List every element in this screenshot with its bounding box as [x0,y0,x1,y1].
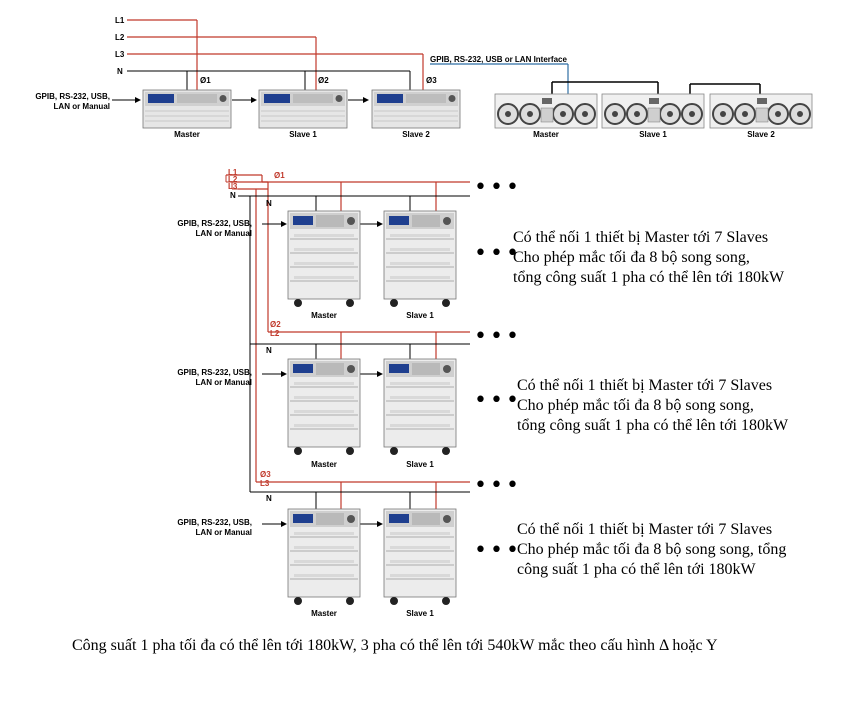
top-right-master-label: Master [533,130,559,139]
line-label-n: N [117,67,123,76]
top-left-master-label: Master [174,130,200,139]
line-label-l3: L3 [115,50,125,59]
group3-dots-mid: ••• [474,538,522,563]
group3-slave1-label: Slave 1 [406,609,434,618]
group1-n-label: N [266,199,272,208]
group2-slave1-unit [383,358,457,456]
group2-description-line2: Cho phép mắc tối đa 8 bộ song song, [517,397,754,414]
group2-description: Có thể nối 1 thiết bị Master tới 7 Slave… [517,376,788,436]
group3-master-label: Master [311,609,337,618]
top-right-interface-label: GPIB, RS-232, USB or LAN Interface [430,55,567,64]
group-wiring [225,174,470,527]
group-line-label-n: N [230,191,236,200]
group2-dots-mid: ••• [474,388,522,413]
group2-master-unit [287,358,361,456]
group1-dots-top: ••• [474,175,522,200]
group3-phase-label: Ø3 [260,470,271,479]
group3-n-label: N [266,494,272,503]
group3-slave1-unit [383,508,457,606]
group3-description-line2: Cho phép mắc tối đa 8 bộ song song, tổng [517,541,787,558]
group1-master-unit [287,210,361,308]
group1-description-line2: Cho phép mắc tối đa 8 bộ song song, [513,249,750,266]
group2-interface-label: GPIB, RS-232, USB, LAN or Manual [177,368,252,387]
line-label-l2: L2 [115,33,125,42]
group3-dots-top: ••• [474,473,522,498]
group2-description-line3: tổng công suất 1 pha có thể lên tới 180k… [517,417,789,434]
group2-slave1-label: Slave 1 [406,460,434,469]
group1-master-label: Master [311,311,337,320]
top-master-unit [142,89,232,129]
phase-label-1: Ø1 [200,76,211,85]
top-right-slave2-label: Slave 2 [747,130,775,139]
top-left-wiring [112,19,424,103]
top-right-slave1-label: Slave 1 [639,130,667,139]
group3-master-unit [287,508,361,606]
group1-description-line3: tổng công suất 1 pha có thể lên tới 180k… [513,269,785,286]
group1-description-line1: Có thể nối 1 thiết bị Master tới 7 Slave… [513,229,769,246]
group3-description: Có thể nối 1 thiết bị Master tới 7 Slave… [517,520,786,580]
group1-slave1-unit [383,210,457,308]
group2-phase-label: Ø2 [270,320,281,329]
group2-master-label: Master [311,460,337,469]
top-slave2-unit [371,89,461,129]
group3-line-label: L3 [260,479,270,488]
group3-description-line3: công suất 1 pha có thể lên tới 180kW [517,561,756,578]
group-line-label-l1: L1 [228,168,238,177]
top-left-slave2-label: Slave 2 [402,130,430,139]
group-line-label-l3: L3 [228,182,238,191]
line-label-l1: L1 [115,16,125,25]
top-right-wiring [430,63,761,94]
group2-line-label: L2 [270,329,280,338]
top-right-slave1-unit [601,93,705,129]
top-slave1-unit [258,89,348,129]
top-right-slave2-unit [709,93,813,129]
group1-description: Có thể nối 1 thiết bị Master tới 7 Slave… [513,228,784,288]
caption: Công suất 1 pha tối đa có thể lên tới 18… [72,637,718,654]
phase-label-2: Ø2 [318,76,329,85]
group-line-label-l2: L2 [228,175,238,184]
group3-description-line1: Có thể nối 1 thiết bị Master tới 7 Slave… [517,521,773,538]
group1-interface-label: GPIB, RS-232, USB, LAN or Manual [177,219,252,238]
group1-phase-label: Ø1 [274,171,285,180]
group1-slave1-label: Slave 1 [406,311,434,320]
group3-interface-label: GPIB, RS-232, USB, LAN or Manual [177,518,252,537]
top-left-interface-label: GPIB, RS-232, USB, LAN or Manual [35,92,110,111]
group1-dots-mid: ••• [474,241,522,266]
group2-dots-top: ••• [474,324,522,349]
group2-n-label: N [266,346,272,355]
group2-description-line1: Có thể nối 1 thiết bị Master tới 7 Slave… [517,377,773,394]
top-right-master-unit [494,93,598,129]
top-left-slave1-label: Slave 1 [289,130,317,139]
phase-label-3: Ø3 [426,76,437,85]
